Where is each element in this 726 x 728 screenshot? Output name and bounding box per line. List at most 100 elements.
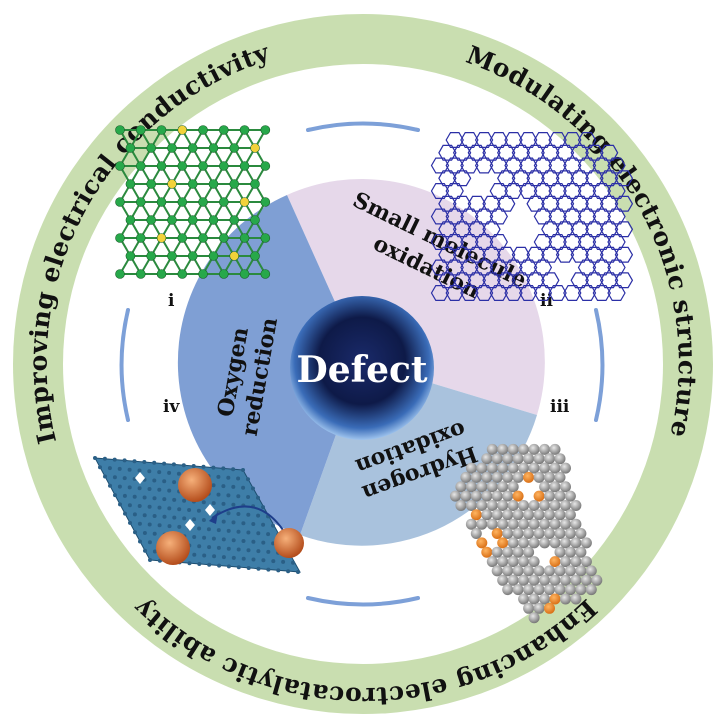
- atom: [239, 161, 250, 171]
- sheet-atom: [197, 562, 202, 566]
- atom: [156, 197, 167, 207]
- sheet-atom: [221, 466, 226, 471]
- sheet-atom: [107, 466, 112, 471]
- sheet-atom: [182, 498, 187, 503]
- hexagon-cell: [474, 234, 494, 250]
- sheet-atom: [271, 523, 275, 528]
- sheet-atom: [216, 545, 221, 550]
- sheet-atom: [122, 458, 127, 463]
- sheet-atom: [172, 515, 177, 520]
- sheet-atom: [147, 522, 152, 527]
- sphere: [544, 453, 555, 465]
- nanoparticle-sheet-illustration: [93, 456, 304, 574]
- sheet-atom: [256, 549, 261, 554]
- sphere: [512, 528, 524, 539]
- sphere: [455, 481, 467, 493]
- sheet-atom: [201, 464, 206, 469]
- sphere: [575, 528, 587, 539]
- sphere: [465, 518, 477, 530]
- hexagon-cell: [548, 132, 567, 148]
- hexagon-cell: [599, 246, 619, 263]
- sphere: [507, 574, 519, 586]
- hexagon-cell: [511, 144, 531, 161]
- hexagon-cell: [607, 157, 626, 174]
- sphere: [491, 490, 503, 502]
- sheet-atom: [241, 485, 246, 490]
- sheet-atom: [142, 495, 147, 500]
- hexagon-cell: [438, 246, 457, 263]
- hexagon-cell: [504, 259, 523, 276]
- atom: [250, 179, 260, 189]
- hexagon-cell: [541, 272, 560, 289]
- sheet-atom: [148, 558, 152, 562]
- hexagon-cell: [614, 195, 634, 212]
- sphere: [560, 462, 571, 474]
- sheet-atom: [221, 537, 226, 542]
- sheet-atom: [93, 456, 97, 460]
- sphere: [528, 443, 540, 455]
- sphere: [533, 528, 545, 539]
- sheet-atom: [112, 475, 117, 480]
- atom: [250, 251, 260, 261]
- sheet-atom: [152, 531, 157, 536]
- sphere: [564, 565, 576, 577]
- hexagon-cell: [555, 246, 575, 263]
- atom: [177, 269, 188, 279]
- hexagon-cell: [577, 157, 597, 174]
- sheet-atom: [266, 567, 271, 572]
- sheet-atom: [261, 522, 266, 527]
- sphere: [491, 509, 503, 521]
- hexagon-cell: [548, 234, 567, 250]
- sphere: [502, 490, 514, 502]
- atom: [219, 269, 229, 279]
- sheet-atom: [133, 530, 137, 535]
- sphere: [539, 593, 551, 605]
- sheet-atom: [246, 477, 250, 482]
- sphere: [560, 574, 571, 586]
- atom: [260, 233, 271, 243]
- hexagon-cell: [563, 157, 582, 174]
- sheet-atom: [128, 520, 132, 525]
- atom: [167, 215, 177, 225]
- sheet-atom: [142, 460, 147, 464]
- hexagon-cell: [526, 144, 545, 161]
- sphere: [512, 565, 524, 577]
- sheet-atom: [162, 461, 167, 466]
- hexagon-cell: [592, 157, 611, 174]
- sheet-atom: [251, 522, 256, 526]
- hexagon-cell: [452, 170, 472, 187]
- hexagon-cell: [555, 195, 575, 212]
- hexagon-cell: [533, 132, 553, 148]
- atom: [146, 215, 156, 225]
- hexagon-cell: [570, 272, 589, 289]
- hexagon-cell: [504, 132, 523, 148]
- atom: [187, 179, 198, 189]
- atom: [135, 125, 146, 135]
- vacancy: [185, 519, 195, 531]
- sphere: [476, 500, 488, 511]
- hexagon-cell: [452, 246, 472, 263]
- sphere: [465, 481, 477, 493]
- sphere-slab-illustration: [449, 443, 603, 624]
- sphere: [549, 593, 561, 605]
- hexagon-cell: [541, 195, 560, 212]
- sheet-atom: [246, 495, 251, 499]
- nanoparticle-top: [178, 468, 212, 502]
- sheet-atom: [231, 467, 236, 472]
- sphere: [502, 453, 514, 465]
- sheet-atom: [211, 536, 216, 541]
- sphere: [507, 443, 519, 455]
- sheet-atom: [226, 493, 231, 498]
- hexagon-cell: [614, 170, 634, 187]
- sphere: [523, 565, 535, 577]
- atom: [177, 233, 188, 243]
- sheet-atom: [123, 511, 127, 516]
- sphere: [476, 481, 488, 493]
- sector-oxygen: [177, 195, 362, 535]
- sphere: [507, 462, 519, 474]
- hexagon-cell: [452, 144, 472, 161]
- sphere: [460, 471, 472, 483]
- hexagon-cell: [570, 144, 589, 161]
- sphere: [528, 518, 540, 530]
- sphere: [470, 509, 482, 521]
